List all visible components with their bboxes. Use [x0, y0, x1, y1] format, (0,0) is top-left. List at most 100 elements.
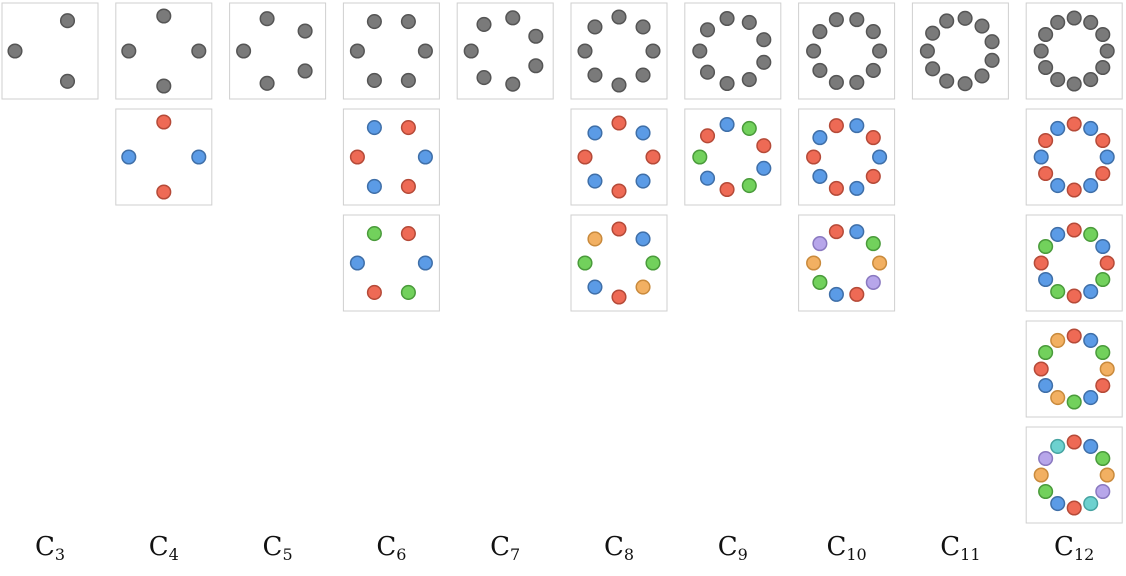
vertex-blue: [812, 168, 828, 184]
vertex-orange: [1099, 361, 1115, 377]
vertex-red: [1038, 165, 1054, 182]
vertex-gray: [849, 74, 865, 90]
vertex-gray: [528, 28, 544, 44]
vertex-blue: [719, 116, 735, 133]
cycle-box-c7-1: [456, 2, 554, 100]
vertex-green: [1083, 226, 1099, 242]
vertex-blue: [1038, 377, 1054, 394]
vertex-gray: [587, 67, 603, 83]
vertex-blue: [417, 149, 433, 165]
vertex-gray: [476, 70, 492, 86]
vertex-red: [1066, 328, 1082, 344]
cycle-box-c12-2: [1025, 108, 1123, 206]
vertex-red: [1066, 116, 1082, 132]
vertex-blue: [699, 170, 716, 186]
label-main: C: [603, 532, 624, 562]
vertex-red: [611, 221, 627, 237]
column-label-c3: C3: [2, 534, 98, 563]
label-subscript: 6: [396, 545, 407, 564]
vertex-green: [1066, 394, 1082, 410]
vertex-red: [1066, 182, 1082, 198]
vertex-purple: [865, 274, 881, 290]
vertex-green: [577, 255, 593, 271]
vertex-green: [366, 226, 382, 242]
vertex-blue: [1083, 178, 1099, 194]
label-main: C: [376, 532, 397, 562]
vertex-gray: [1066, 10, 1082, 26]
vertex-red: [1033, 255, 1049, 271]
cycle-box-c8-3: [570, 214, 668, 312]
vertex-orange: [635, 279, 651, 295]
vertex-gray: [741, 14, 757, 30]
vertex-green: [812, 274, 828, 290]
vertex-gray: [297, 63, 313, 79]
vertex-blue: [1083, 120, 1099, 136]
vertex-gray: [1066, 76, 1082, 92]
vertex-red: [756, 138, 772, 154]
vertex-gray: [259, 75, 275, 91]
vertex-blue: [635, 231, 651, 247]
cycle-box-c8-1: [570, 2, 668, 100]
vertex-gray: [1050, 72, 1066, 88]
vertex-gray: [1038, 26, 1054, 43]
vertex-gray: [974, 68, 990, 84]
vertex-red: [1066, 222, 1082, 238]
vertex-green: [1038, 238, 1054, 255]
vertex-red: [611, 183, 627, 199]
vertex-gray: [756, 32, 772, 48]
cycle-box-c9-1: [684, 2, 782, 100]
vertex-red: [1095, 377, 1111, 394]
vertex-gray: [719, 10, 735, 27]
vertex-red: [849, 286, 865, 302]
vertex-gray: [872, 43, 888, 59]
vertex-red: [828, 118, 844, 134]
cycle-box-c10-2: [798, 108, 896, 206]
cycle-box-c12-3: [1025, 214, 1123, 312]
vertex-gray: [699, 64, 716, 80]
vertex-blue: [849, 224, 865, 240]
vertex-gray: [1038, 59, 1054, 76]
vertex-gray: [828, 74, 844, 90]
label-subscript: 3: [54, 545, 66, 564]
vertex-gray: [756, 54, 772, 70]
cycle-box-c3-1: [1, 2, 99, 100]
vertex-green: [1050, 284, 1066, 300]
vertex-gray: [719, 75, 735, 92]
vertex-red: [1033, 361, 1049, 377]
vertex-orange: [872, 255, 888, 271]
vertex-gray: [577, 43, 593, 59]
vertex-blue: [828, 286, 844, 302]
label-main: C: [490, 532, 511, 562]
column-label-c6: C6: [343, 534, 439, 563]
vertex-gray: [1083, 72, 1099, 88]
vertex-gray: [957, 10, 973, 26]
vertex-gray: [812, 62, 828, 78]
column-label-c11: C11: [912, 534, 1008, 563]
vertex-red: [806, 149, 822, 165]
vertex-blue: [872, 149, 888, 165]
vertex-red: [400, 120, 416, 136]
label-subscript: 12: [1073, 545, 1095, 564]
cycle-box-c12-1: [1025, 2, 1123, 100]
cycle-box-c12-4: [1025, 320, 1123, 418]
vertex-gray: [297, 23, 313, 39]
vertex-gray: [699, 22, 716, 38]
vertex-gray: [59, 13, 76, 29]
vertex-red: [1066, 500, 1082, 516]
cycle-box-c11-1: [911, 2, 1009, 100]
column-label-c10: C10: [799, 534, 895, 563]
cycle-box-c10-3: [798, 214, 896, 312]
vertex-orange: [1099, 467, 1115, 483]
vertex-red: [699, 128, 716, 144]
cycle-box-c10-1: [798, 2, 896, 100]
label-subscript: 11: [960, 545, 981, 564]
cycle-box-c9-2: [684, 108, 782, 206]
cycle-box-c6-3: [342, 214, 440, 312]
column-label-c8: C8: [571, 534, 667, 563]
vertex-gray: [1099, 43, 1115, 59]
vertex-green: [1095, 271, 1111, 288]
label-main: C: [940, 532, 961, 562]
vertex-blue: [366, 178, 382, 194]
label-main: C: [826, 532, 847, 562]
vertex-blue: [587, 279, 603, 295]
